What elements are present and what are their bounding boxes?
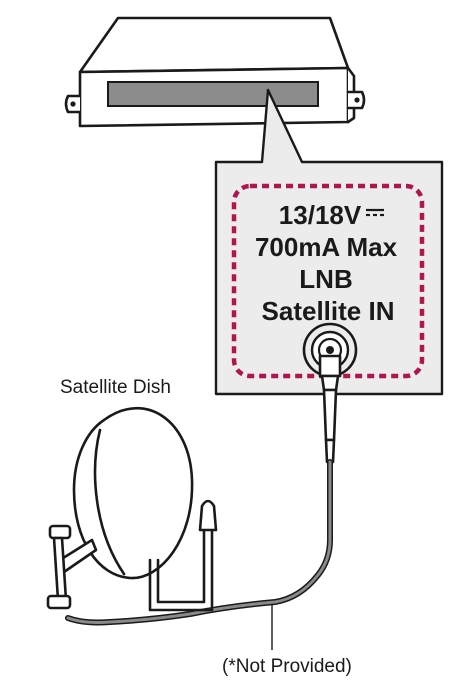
dashed-border [231,183,425,379]
device-slot [107,81,319,107]
not-provided-label: (*Not Provided) [222,656,352,677]
current-label: 700mA Max [255,232,398,262]
voltage-label: 13/18V [279,200,362,230]
dc-voltage-icon [366,208,384,217]
coax-connector-icon [318,354,342,464]
callout-panel: 13/18V 700mA Max LNB Satellite IN [214,88,444,396]
satellite-in-label: Satellite IN [262,296,395,326]
satellite-dish-label: Satellite Dish [60,377,171,398]
tv-device-icon [64,16,366,128]
lnb-label: LNB [299,264,352,294]
satellite-dish-icon [46,407,218,612]
